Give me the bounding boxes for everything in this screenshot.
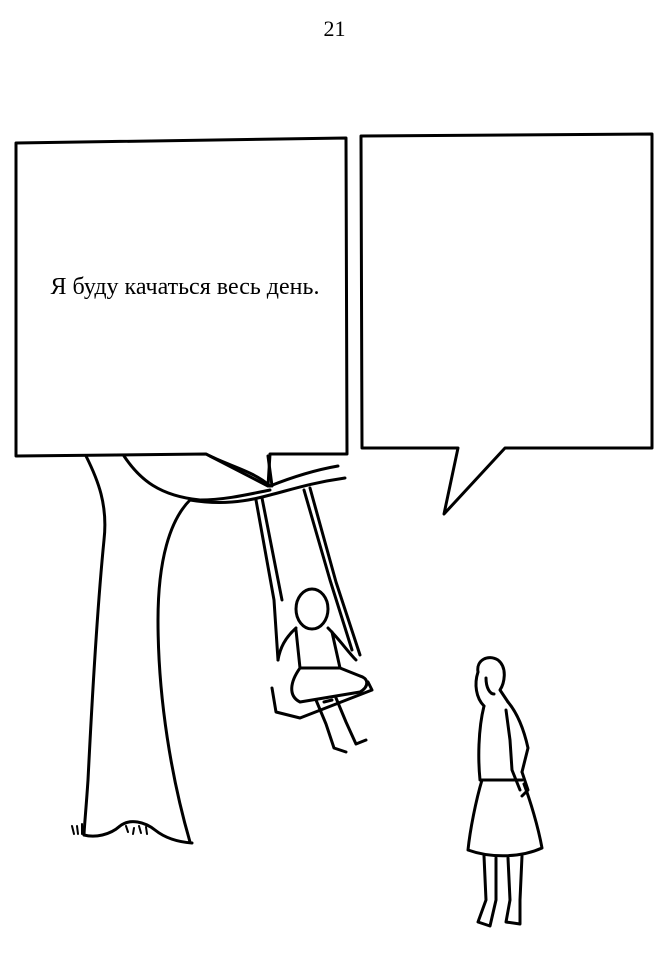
page-number: 21 — [323, 16, 346, 41]
speech-bubble-text: Я буду качаться весь день. — [50, 274, 320, 300]
standing-girl — [466, 656, 544, 928]
swing-with-child — [254, 486, 374, 754]
tree — [71, 454, 347, 845]
speech-bubble-right — [359, 132, 654, 516]
speech-bubble-left — [14, 136, 349, 488]
